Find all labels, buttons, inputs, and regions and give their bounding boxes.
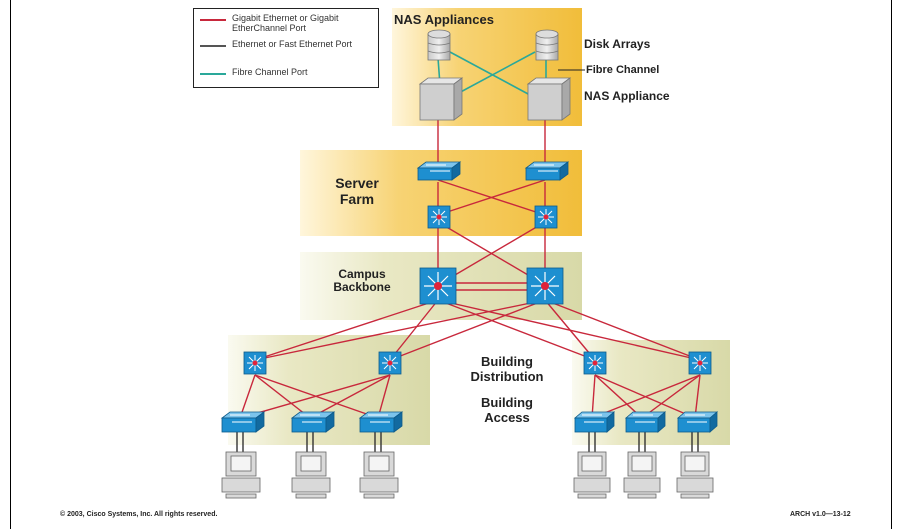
- distribution-switch-3: [583, 351, 607, 375]
- workstation-4: [573, 451, 611, 499]
- server-farm-switch-left: [416, 161, 462, 181]
- access-switch-5: [624, 411, 667, 433]
- distribution-switch-1: [243, 351, 267, 375]
- gigabit-links: [239, 118, 701, 419]
- legend-fibre-swatch: [200, 73, 226, 75]
- disk-array-right: [535, 29, 559, 61]
- access-switch-3: [358, 411, 404, 433]
- campus-backbone-label: Campus Backbone: [333, 267, 391, 294]
- nas-appliances-label: NAS Appliances: [394, 12, 494, 27]
- workstation-1: [221, 451, 261, 499]
- slide-border-right: [891, 0, 892, 529]
- server-farm-mls-right: [534, 205, 558, 229]
- access-switch-4: [573, 411, 616, 433]
- legend-ethernet: Ethernet or Fast Ethernet Port: [200, 39, 372, 49]
- nas-appliance-right: [526, 77, 572, 121]
- workstation-3: [359, 451, 399, 499]
- server-farm-switch-right: [524, 161, 570, 181]
- disk-array-left: [427, 29, 451, 61]
- access-switch-1: [220, 411, 266, 433]
- legend-gigabit-swatch: [200, 19, 226, 21]
- distribution-switch-2: [378, 351, 402, 375]
- server-farm-label: Server Farm: [335, 175, 379, 207]
- server-farm-mls-left: [427, 205, 451, 229]
- building-access-label: Building Access: [481, 395, 533, 425]
- campus-backbone-switch-left: [419, 267, 457, 305]
- workstation-5: [623, 451, 661, 499]
- distribution-switch-4: [688, 351, 712, 375]
- legend: Gigabit Ethernet or Gigabit EtherChannel…: [193, 8, 379, 88]
- legend-ethernet-label: Ethernet or Fast Ethernet Port: [232, 39, 353, 49]
- access-switch-2: [290, 411, 336, 433]
- slide-id: ARCH v1.0—13-12: [790, 511, 851, 518]
- legend-gigabit-label: Gigabit Ethernet or Gigabit EtherChannel…: [232, 13, 339, 33]
- copyright-text: © 2003, Cisco Systems, Inc. All rights r…: [60, 511, 218, 518]
- nas-appliance-label: NAS Appliance: [584, 89, 670, 103]
- legend-fibre-label: Fibre Channel Port: [232, 67, 308, 77]
- disk-arrays-label: Disk Arrays: [584, 37, 651, 51]
- fibre-channel-label: Fibre Channel: [586, 64, 660, 76]
- ethernet-links: [236, 432, 699, 452]
- legend-gigabit: Gigabit Ethernet or Gigabit EtherChannel…: [200, 13, 372, 33]
- access-switch-6: [676, 411, 719, 433]
- workstation-2: [291, 451, 331, 499]
- legend-fibre: Fibre Channel Port: [200, 67, 372, 77]
- legend-ethernet-swatch: [200, 45, 226, 47]
- nas-appliance-left: [418, 77, 464, 121]
- building-distribution-label: Building Distribution: [470, 354, 544, 384]
- workstation-6: [676, 451, 714, 499]
- slide-border-left: [10, 0, 11, 529]
- campus-backbone-switch-right: [526, 267, 564, 305]
